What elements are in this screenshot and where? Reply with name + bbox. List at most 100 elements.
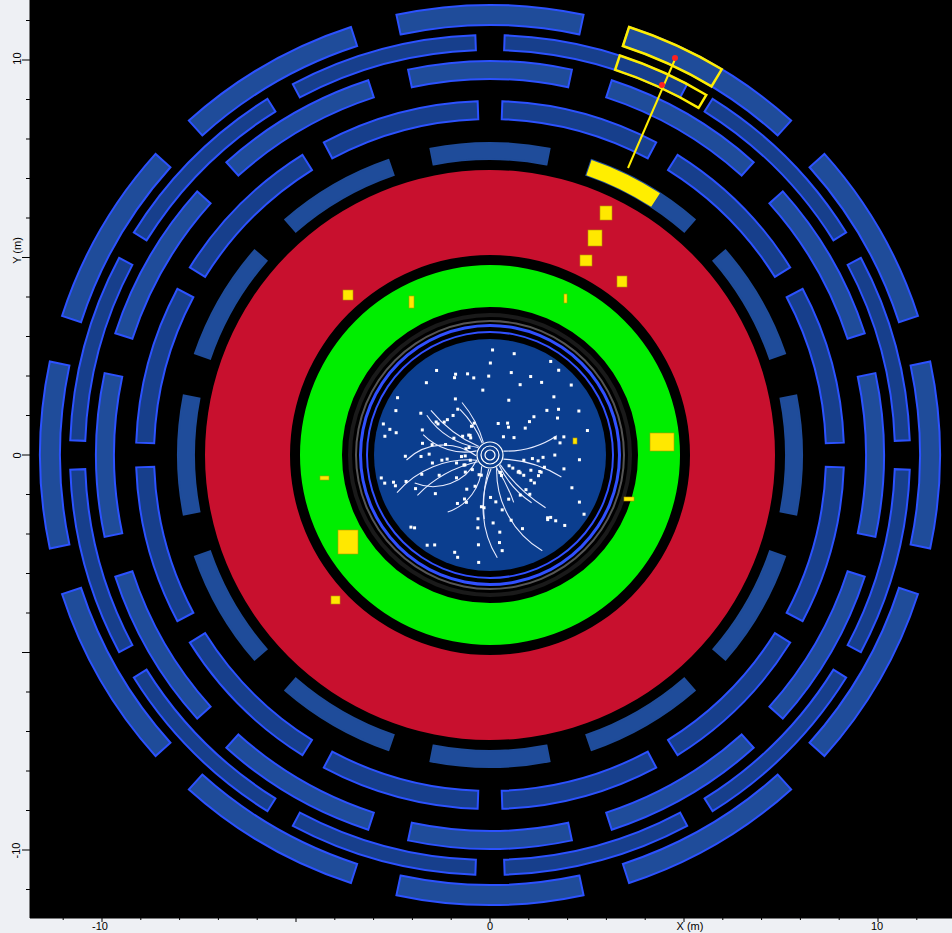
tracker-hit xyxy=(570,384,573,387)
tracker-hit xyxy=(542,456,545,459)
tracker-hit xyxy=(563,524,566,527)
y-axis-label: 0 xyxy=(12,452,23,458)
tracker-hit xyxy=(513,436,516,439)
y-tick xyxy=(22,850,30,851)
muon-chamber xyxy=(396,876,583,905)
tracker-hit xyxy=(499,471,502,474)
tracker-hit xyxy=(522,459,525,462)
vertex-ring xyxy=(485,450,495,460)
track xyxy=(397,460,477,493)
tracker-hit xyxy=(456,556,459,559)
energy-deposit xyxy=(624,497,634,501)
muon-chamber xyxy=(96,373,122,537)
tracker-hit xyxy=(554,437,557,440)
y-tick xyxy=(26,889,30,890)
tracker-hit xyxy=(528,493,531,496)
muon-hit xyxy=(623,27,722,86)
tracker-hit xyxy=(522,474,525,477)
tracker-hit xyxy=(517,471,520,474)
tracker-hit xyxy=(529,375,532,378)
muon-chamber xyxy=(623,775,791,883)
tracker-hit xyxy=(431,443,434,446)
x-axis-label: X (m) xyxy=(677,921,704,932)
tracker-hit xyxy=(553,454,556,457)
plot-ground xyxy=(30,0,952,918)
y-tick xyxy=(26,336,30,337)
tracker-hit xyxy=(476,526,479,529)
tracker-hit xyxy=(507,498,510,501)
track xyxy=(431,410,479,446)
y-tick xyxy=(22,652,30,653)
x-tick xyxy=(567,918,568,920)
muon-chamber xyxy=(810,154,918,322)
tracker-hit xyxy=(394,484,397,487)
tracker-hit xyxy=(425,381,428,384)
tracker-hit xyxy=(533,481,536,484)
tracker-hit xyxy=(507,426,510,429)
tracker-hit xyxy=(468,446,471,449)
track xyxy=(417,462,477,496)
tracker-hit xyxy=(404,455,407,458)
x-tick xyxy=(606,918,607,920)
tracker-hit xyxy=(464,454,467,457)
tracker-hit xyxy=(395,431,398,434)
vertex-ring xyxy=(477,442,503,468)
electromagnetic-calorimeter xyxy=(300,265,680,645)
energy-deposit xyxy=(580,255,592,266)
energy-deposit xyxy=(650,433,674,451)
muon-chamber xyxy=(324,101,478,158)
tracker-hit xyxy=(420,455,423,458)
tracker-hit xyxy=(513,352,516,355)
tracker-hit xyxy=(562,435,565,438)
tracker-hit xyxy=(438,474,441,477)
tracker-hit xyxy=(435,421,438,424)
tracker-hit xyxy=(577,410,580,413)
solenoid-ring xyxy=(355,320,625,590)
muon-chamber xyxy=(178,395,199,514)
tracker-hit xyxy=(463,463,466,466)
y-tick xyxy=(26,692,30,693)
solenoid-ring xyxy=(359,324,621,586)
tracker-hit xyxy=(383,435,386,438)
x-tick xyxy=(528,918,529,920)
tracker-hit xyxy=(501,508,504,511)
y-axis-label: 10 xyxy=(12,52,23,64)
y-tick xyxy=(26,376,30,377)
y-tick xyxy=(26,731,30,732)
tracker-hit xyxy=(540,381,543,384)
tracker-hit xyxy=(517,470,520,473)
tracker-hit xyxy=(552,395,555,398)
track xyxy=(503,459,561,477)
tracker-hit xyxy=(433,543,436,546)
tracker-hit xyxy=(470,425,473,428)
muon-hit xyxy=(615,56,706,108)
tracker-hit xyxy=(489,362,492,365)
muon-chamber xyxy=(502,101,656,158)
tracker-hit xyxy=(472,376,475,379)
tracker-hit xyxy=(556,417,559,420)
tracker-hit xyxy=(478,473,481,476)
muon-chamber xyxy=(787,467,844,621)
x-tick xyxy=(179,918,180,920)
tracker-hit xyxy=(549,516,552,519)
tracker-hit xyxy=(426,544,429,547)
x-tick xyxy=(800,918,801,920)
tracker-hit xyxy=(480,505,483,508)
tracker-hit xyxy=(586,429,589,432)
y-tick xyxy=(26,534,30,535)
y-tick xyxy=(26,494,30,495)
y-axis-label: Y (m) xyxy=(12,237,23,264)
muon-chamber xyxy=(408,61,572,87)
tracker-hit xyxy=(421,428,424,431)
tracker-hit xyxy=(454,373,457,376)
muon-chamber xyxy=(430,143,549,164)
tracker-hit xyxy=(519,383,522,386)
tracker-hit xyxy=(419,412,422,415)
muon-chamber xyxy=(810,588,918,756)
tracker-hit xyxy=(435,369,438,372)
tracker-hit xyxy=(464,447,467,450)
tracker-hit xyxy=(502,435,505,438)
energy-deposit xyxy=(409,296,414,308)
x-tick xyxy=(257,918,258,920)
tracker-hit xyxy=(465,488,468,491)
